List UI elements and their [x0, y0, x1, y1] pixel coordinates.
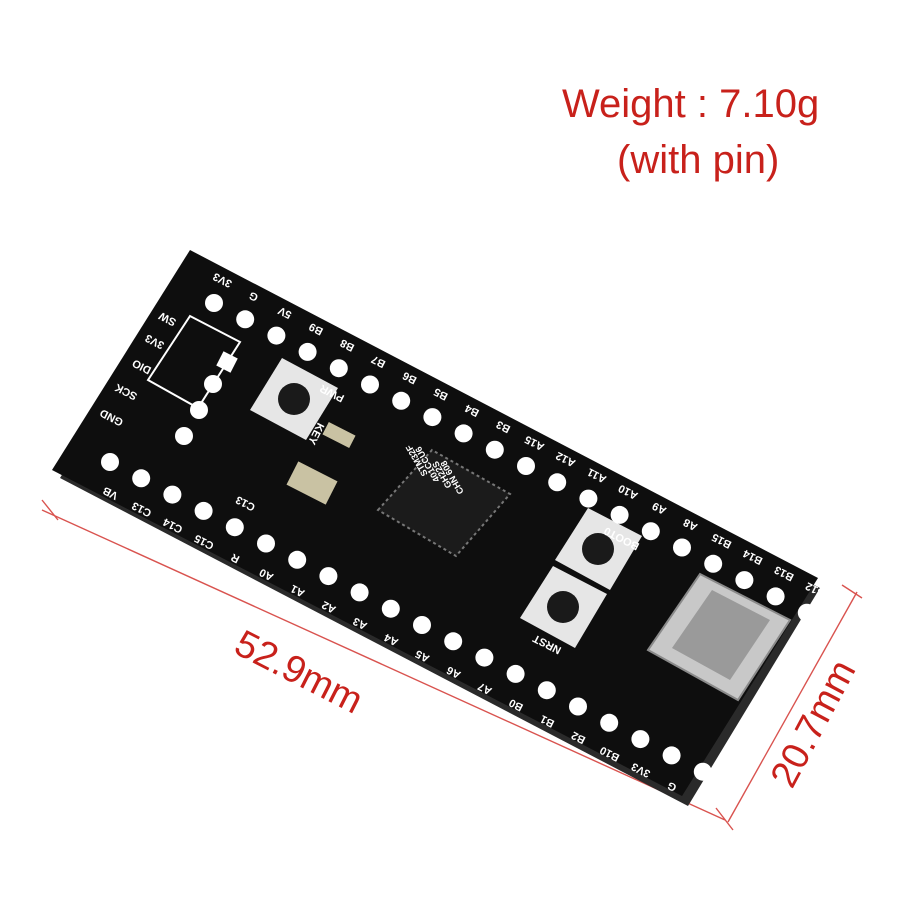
top-pin-pad: [548, 473, 567, 492]
top-pin-label: 5V: [276, 304, 294, 321]
top-pin-pad: [641, 522, 660, 541]
dimension-lines: [41, 499, 863, 831]
top-pin-label: B6: [401, 369, 419, 386]
bottom-pin-label: 5V: [694, 794, 712, 811]
top-pin-pad: [236, 310, 255, 329]
top-pin-pad: [205, 294, 223, 312]
top-pin-label: B8: [338, 336, 356, 353]
swd-header: [146, 314, 242, 445]
top-pin-pad: [735, 571, 754, 590]
bottom-pin-label: B1: [538, 712, 556, 729]
top-pin-label: A9: [650, 499, 668, 516]
bottom-pin-pad: [163, 485, 182, 504]
top-pin-pad: [392, 391, 411, 410]
bottom-pin-label: A6: [445, 663, 463, 680]
bottom-pin-pad: [537, 681, 556, 700]
top-pin-label: B7: [370, 353, 388, 370]
top-pin-pad: [704, 554, 723, 573]
top-pin-pad: [673, 538, 691, 557]
top-pin-label: B3: [494, 418, 512, 435]
width-dimension-line: [727, 591, 858, 823]
bottom-pin-label: A1: [289, 582, 307, 599]
width-dimension-label: 20.7mm: [763, 653, 865, 794]
bottom-row-pads: [101, 453, 712, 781]
swd-pad-1: [216, 351, 238, 373]
bottom-pin-pad: [132, 469, 151, 488]
top-pin-pad: [298, 342, 317, 361]
top-pin-pad: [423, 408, 442, 427]
bottom-pin-pad: [569, 697, 587, 716]
bottom-pin-label: A7: [476, 680, 494, 697]
bottom-pin-pad: [257, 534, 275, 553]
bottom-pin-pad: [475, 648, 494, 667]
bottom-pin-pad: [225, 518, 244, 537]
bottom-pin-pad: [444, 632, 463, 651]
bottom-pin-pad: [600, 713, 619, 732]
top-pin-pad: [485, 440, 504, 459]
bottom-pin-pad: [413, 616, 431, 634]
crystal: [286, 461, 338, 505]
boot0-button: [555, 508, 642, 590]
bottom-pin-pad: [381, 599, 400, 618]
bottom-pin-label: A2: [320, 598, 338, 615]
top-pin-pad: [329, 359, 348, 378]
bottom-pin-label: A3: [351, 615, 369, 632]
top-pin-pad: [267, 326, 286, 345]
bottom-pin-label: A5: [414, 647, 432, 664]
length-tick-right: [715, 807, 734, 831]
width-tick-top: [841, 584, 863, 599]
nrst-button: [520, 566, 607, 648]
bottom-pin-label: A0: [258, 566, 276, 583]
length-tick-left: [41, 499, 59, 521]
top-pin-pad: [797, 603, 816, 622]
bottom-row-labels: VBC13C14C15RA0A1A2A3A4A5A6A7B0B1B2B103V3…: [101, 484, 712, 811]
top-pin-label: A8: [682, 516, 700, 533]
pwr-key-button: [250, 358, 338, 440]
swd-pad-2: [204, 375, 222, 393]
bottom-pin-pad: [350, 583, 369, 602]
length-dimension-line: [41, 509, 726, 821]
top-pin-pad: [361, 375, 379, 394]
weight-note: (with pin): [617, 138, 780, 182]
length-dimension-label: 52.9mm: [228, 623, 369, 723]
bottom-pin-label: B2: [570, 729, 588, 746]
top-pin-pad: [766, 587, 785, 606]
bottom-pin-pad: [506, 664, 525, 683]
bottom-pin-pad: [194, 501, 213, 520]
crystal-small: [322, 421, 356, 449]
top-pin-pad: [517, 457, 535, 475]
swd-pad-4: [175, 427, 193, 445]
bottom-pin-pad: [101, 453, 119, 471]
usb-c-connector: [646, 572, 792, 702]
bottom-pin-label: B0: [507, 696, 525, 713]
top-pin-pad: [579, 489, 598, 508]
bottom-pin-pad: [319, 567, 338, 586]
bottom-pin-pad: [288, 550, 307, 569]
top-pin-pad: [454, 424, 473, 443]
swd-pad-3: [190, 401, 208, 419]
top-pin-label: B5: [432, 385, 450, 402]
top-row-pads: [205, 294, 816, 622]
weight-label: Weight : 7.10g: [562, 82, 820, 126]
top-pin-label: B9: [307, 320, 325, 337]
top-pin-pad: [610, 505, 629, 524]
bottom-pin-pad: [662, 746, 681, 765]
bottom-pin-pad: [631, 730, 650, 749]
bottom-pin-pad: [693, 762, 712, 781]
